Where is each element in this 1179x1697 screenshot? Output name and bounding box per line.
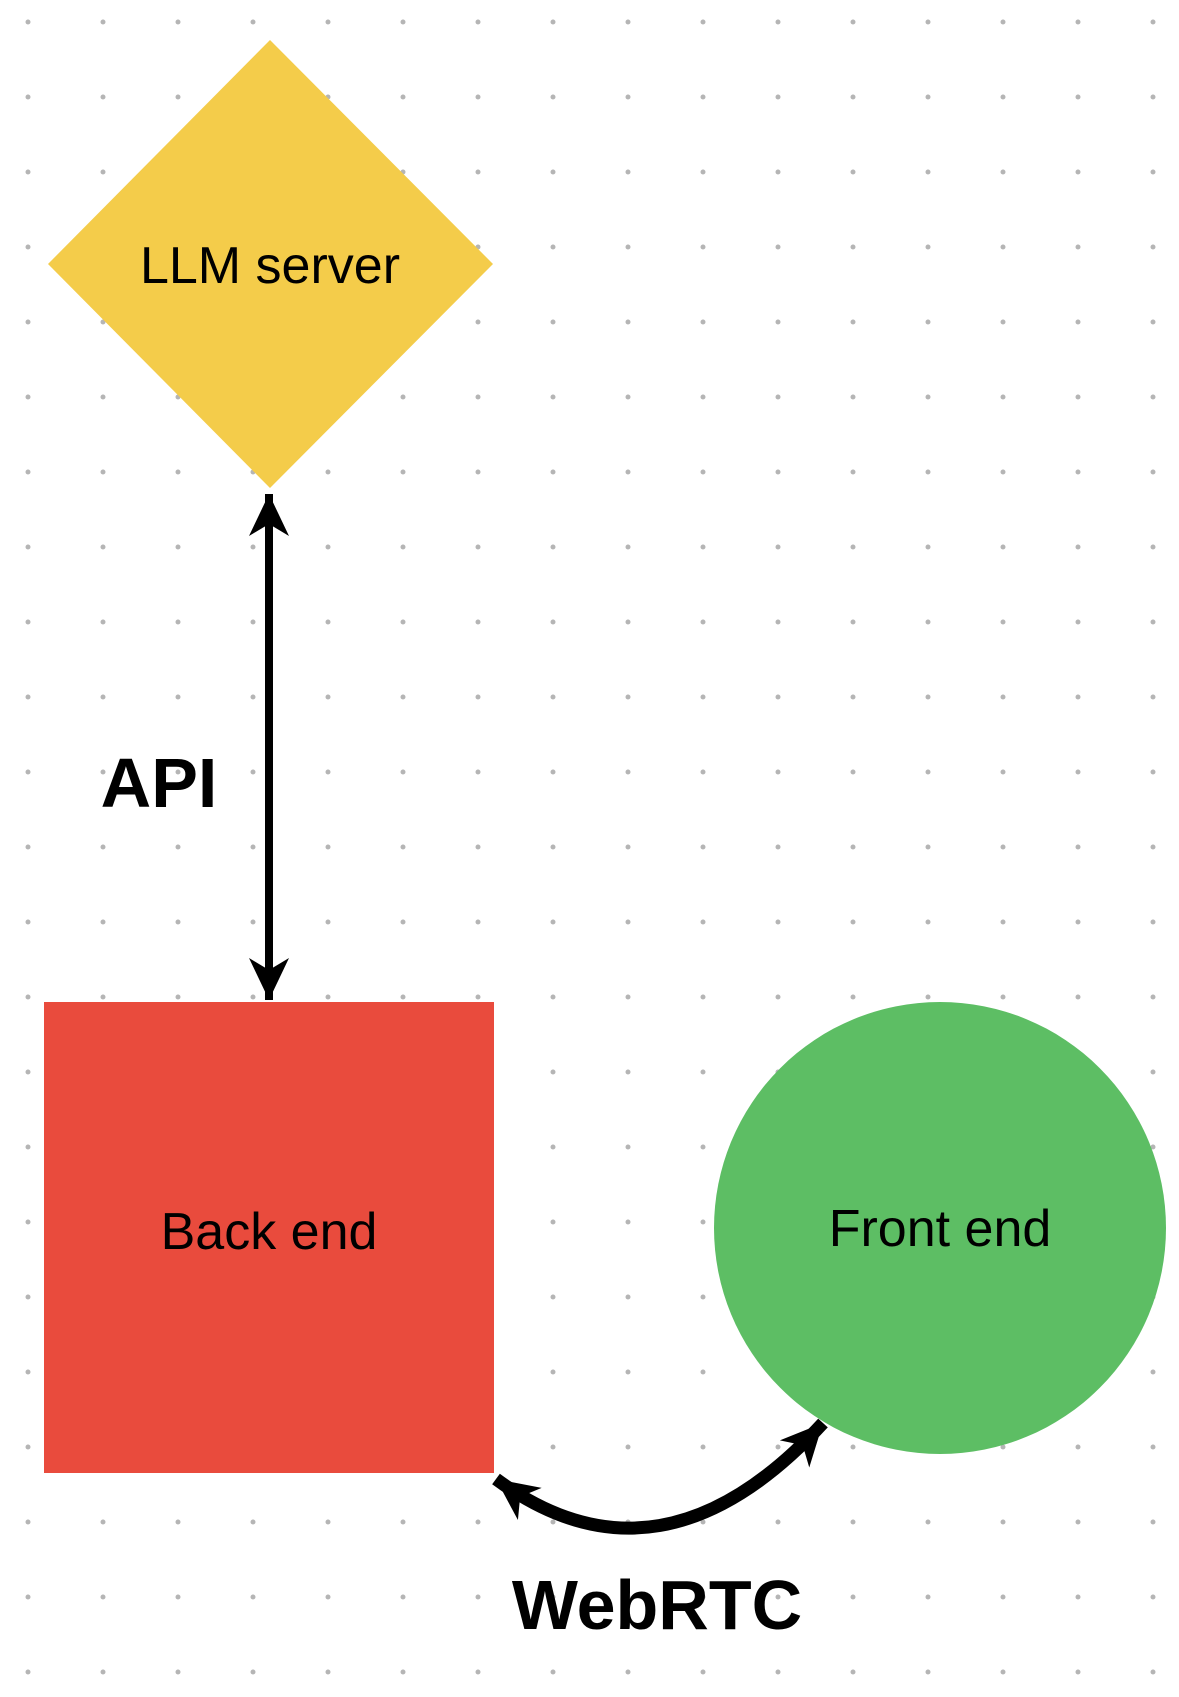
back-end-square-shape[interactable]: [44, 1002, 494, 1473]
node-front-end: Front end: [714, 1002, 1166, 1454]
webrtc-edge-label[interactable]: WebRTC: [512, 1566, 802, 1644]
webrtc-double-arrow[interactable]: [492, 1418, 828, 1535]
front-end-label[interactable]: Front end: [829, 1200, 1052, 1258]
llm-server-diamond-shape[interactable]: [48, 40, 493, 488]
edge-webrtc: WebRTC: [492, 1418, 828, 1644]
back-end-label[interactable]: Back end: [161, 1203, 378, 1261]
api-edge-label[interactable]: API: [101, 744, 218, 822]
front-end-circle-shape[interactable]: [714, 1002, 1166, 1454]
node-llm-server: LLM server: [48, 40, 493, 488]
edge-api: API: [101, 494, 289, 1000]
node-back-end: Back end: [44, 1002, 494, 1473]
llm-server-label[interactable]: LLM server: [140, 237, 400, 295]
